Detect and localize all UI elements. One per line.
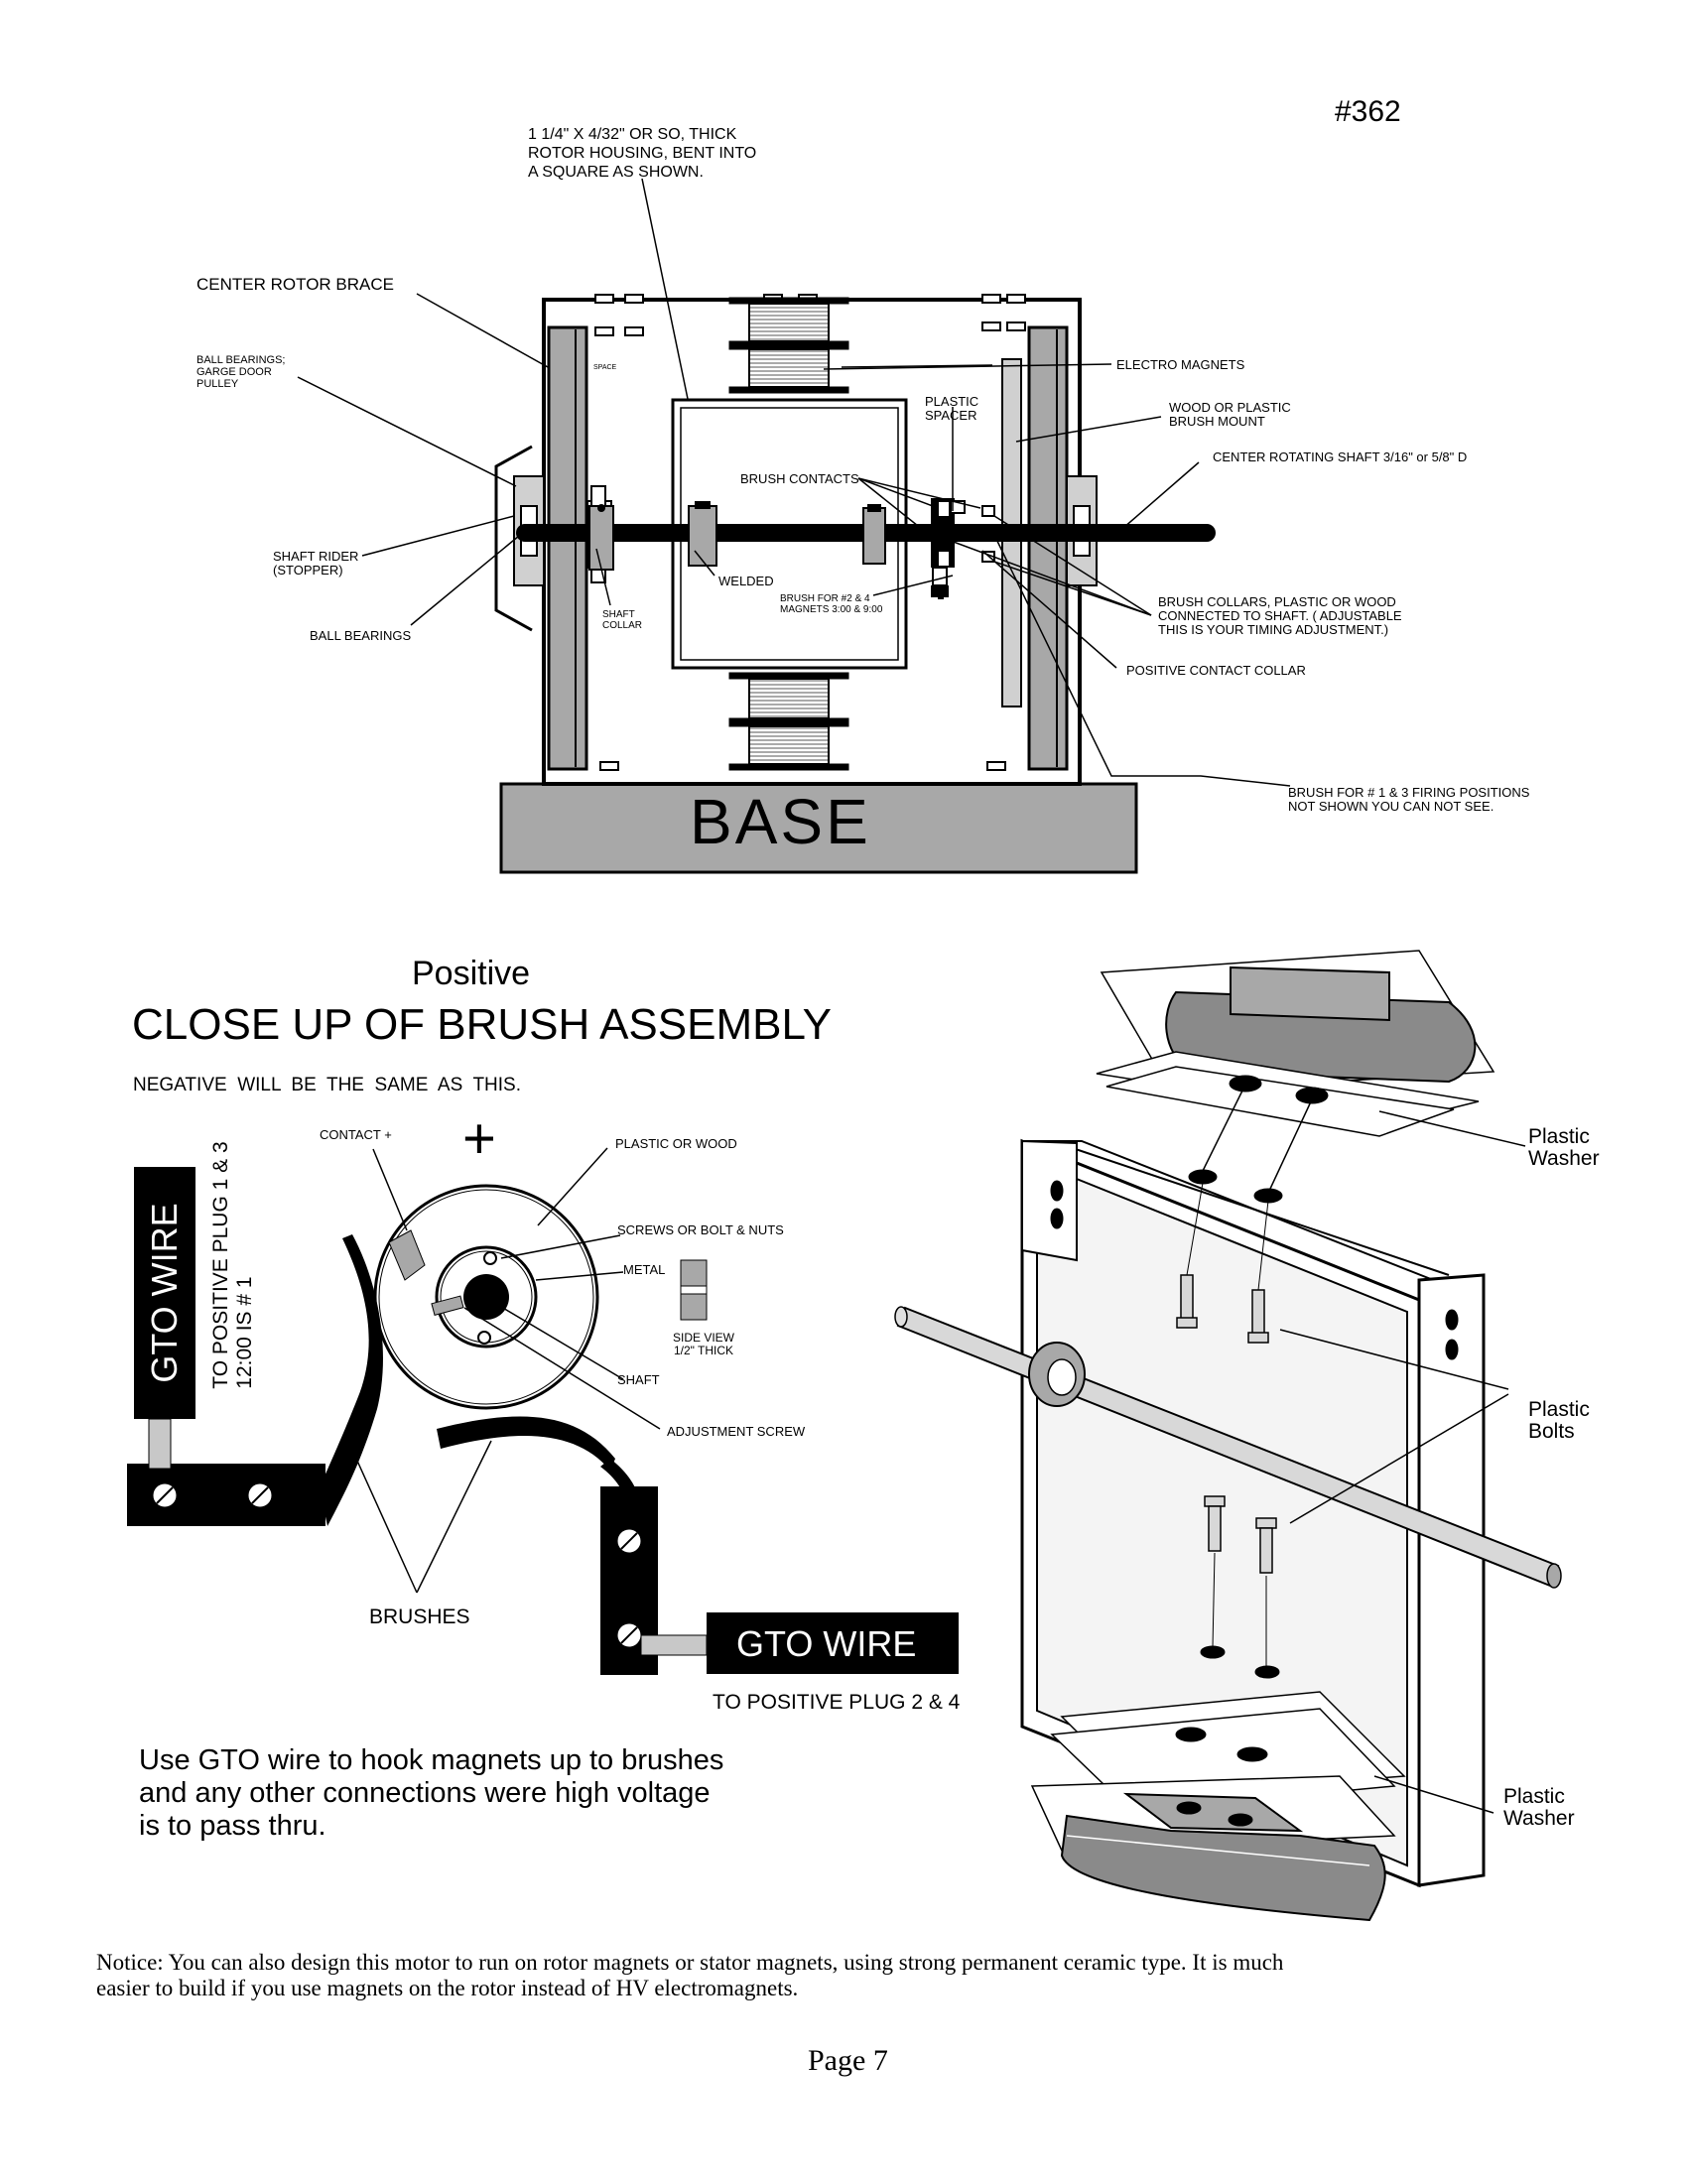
label-plastic-washer-bottom: Plastic Washer [1503,1785,1575,1830]
exploded-view-drawing [894,950,1562,1922]
label-to-positive-plug-1-3: TO POSITIVE PLUG 1 & 3 12:00 IS # 1 [209,1141,256,1389]
base-block [499,782,1138,874]
notice-text: Notice: You can also design this motor t… [96,1950,1284,2000]
gto-note: Use GTO wire to hook magnets up to brush… [139,1744,724,1842]
leader-lines [297,178,1291,787]
gto-wire-horizontal: GTO WIRE [736,1623,917,1664]
label-contact-plus: CONTACT + [320,1127,392,1142]
label-center-rotating-shaft: CENTER ROTATING SHAFT 3/16" or 5/8" D [1213,450,1468,464]
label-plastic-spacer: PLASTIC SPACER [925,394,979,423]
label-plastic-bolts: Plastic Bolts [1528,1398,1590,1443]
label-brush-for-2-4: BRUSH FOR #2 & 4 MAGNETS 3:00 & 9:00 [780,593,883,615]
left-brush [320,1234,383,1526]
label-brushes: BRUSHES [369,1606,470,1628]
right-brush [437,1416,615,1471]
label-housing-note: 1 1/4" X 4/32" OR SO, THICK ROTOR HOUSIN… [528,126,757,181]
label-shaft-rider: SHAFT RIDER (STOPPER) [273,549,359,578]
base-label: BASE [690,786,871,857]
brush-assembly-drawing [127,1147,959,1675]
label-welded: WELDED [718,574,774,588]
label-brush-for-1-3: BRUSH FOR # 1 & 3 FIRING POSITIONS NOT S… [1288,785,1530,814]
document-id: #362 [1335,95,1401,128]
plus-sign: + [462,1106,496,1171]
top-electromagnet [728,297,849,394]
label-shaft-collar: SHAFT COLLAR [602,609,643,631]
label-wood-plastic-brush-mount: WOOD OR PLASTIC BRUSH MOUNT [1169,400,1291,429]
brush-assembly-title: CLOSE UP OF BRUSH ASSEMBLY [132,1000,833,1049]
label-plastic-washer-top: Plastic Washer [1528,1125,1600,1170]
gto-wire-horizontal-box [707,1612,959,1674]
page-label: Page 7 [808,2044,888,2077]
label-electro-magnets: ELECTRO MAGNETS [1116,357,1245,372]
label-adjustment-screw: ADJUSTMENT SCREW [667,1424,806,1439]
label-shaft: SHAFT [617,1372,660,1387]
label-ball-bearings: BALL BEARINGS [310,628,412,643]
label-side-view: SIDE VIEW 1/2" THICK [673,1331,735,1357]
label-space: SPACE [593,364,617,371]
label-screws-or-bolt: SCREWS OR BOLT & NUTS [617,1222,784,1237]
left-support-column [547,325,588,771]
label-metal: METAL [623,1262,666,1277]
label-negative-note: NEGATIVE WILL BE THE SAME AS THIS. [133,1075,522,1095]
label-ball-bearings-pulley: BALL BEARINGS; GARGE DOOR PULLEY [196,354,286,390]
label-positive-contact-collar: POSITIVE CONTACT COLLAR [1126,663,1306,678]
label-center-rotor-brace: CENTER ROTOR BRACE [196,275,394,294]
gto-wire-vertical-box [134,1167,195,1419]
gto-wire-vertical: GTO WIRE [144,1203,185,1383]
welded-block-right [862,507,886,565]
welded-block-left [688,505,717,567]
label-brush-collars: BRUSH COLLARS, PLASTIC OR WOOD CONNECTED… [1158,594,1402,637]
label-brush-contacts: BRUSH CONTACTS [740,471,859,486]
left-shaft-collar [588,505,614,571]
label-to-positive-plug-2-4: TO POSITIVE PLUG 2 & 4 [713,1691,961,1714]
label-positive: Positive [412,955,531,992]
contact-pad [388,1229,426,1281]
right-support-column [1027,325,1069,771]
label-plastic-or-wood: PLASTIC OR WOOD [615,1136,737,1151]
bottom-magnet [1060,1814,1386,1922]
motor-frame-diagram [297,178,1291,874]
shaft-hole [463,1274,509,1320]
bottom-electromagnet [728,672,849,771]
